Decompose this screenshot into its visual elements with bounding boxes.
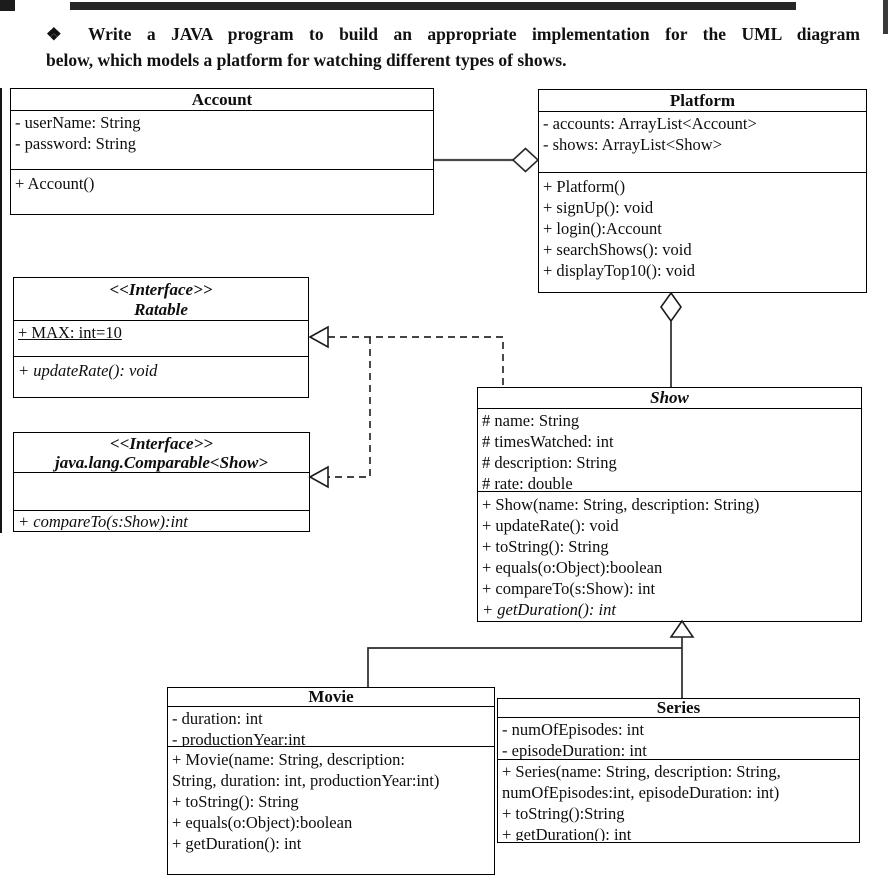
text-line: + Series(name: String, description: Stri… xyxy=(502,762,781,781)
platform-title: Platform xyxy=(669,91,736,110)
text-line: # name: String xyxy=(482,411,580,430)
platform-methods-section: + Platform() + signUp(): void + login():Ac… xyxy=(539,172,866,291)
text-line: + Platform() xyxy=(543,177,626,196)
text-line: + toString(): String xyxy=(482,537,609,556)
account-methods-section: + Account() xyxy=(11,169,433,213)
comparable-stereotype: <<Interface>> xyxy=(110,434,213,453)
class-box-platform: Platform - accounts: ArrayList<Account>-… xyxy=(538,89,867,293)
interface-box-comparable: <<Interface>> java.lang.Comparable<Show>… xyxy=(13,432,310,532)
aggregation-diamond-icon xyxy=(660,291,682,323)
account-attributes-section: - userName: String - password: String xyxy=(11,110,433,169)
text-line: + getDuration(): int xyxy=(172,834,302,853)
ratable-attributes-section: + MAX: int=10 xyxy=(14,320,308,356)
text-line: - productionYear:int xyxy=(172,730,306,746)
movie-title: Movie xyxy=(308,688,354,706)
text-line: + compareTo(s:Show):int xyxy=(18,512,188,530)
text-line: + equals(o:Object):boolean xyxy=(482,558,663,577)
text-line: # rate: double xyxy=(482,474,573,491)
text-line: - numOfEpisodes: int xyxy=(502,720,645,739)
text-line: - shows: ArrayList<Show> xyxy=(543,135,723,154)
movie-show-line xyxy=(367,647,682,687)
text-line: + getDuration(): int xyxy=(482,600,616,619)
text-line: + equals(o:Object):boolean xyxy=(172,813,353,832)
series-methods-section: + Series(name: String, description: Stri… xyxy=(498,759,859,841)
text-line: + displayTop10(): void xyxy=(543,261,696,280)
ratable-title: <<Interface>> Ratable xyxy=(14,278,308,320)
text-line: + signUp(): void xyxy=(543,198,654,217)
aggregation-diamond-icon xyxy=(511,147,540,173)
text-line: - password: String xyxy=(15,134,136,153)
class-box-series: Series - numOfEpisodes: int - episodeDura… xyxy=(497,698,860,843)
text-line: String, duration: int, productionYear:in… xyxy=(172,771,440,790)
account-title: Account xyxy=(191,90,253,109)
show-methods-section: + Show(name: String, description: String… xyxy=(478,491,861,620)
class-box-account: Account - userName: String - password: St… xyxy=(10,88,434,215)
text-line: + Account() xyxy=(15,174,95,193)
class-box-show: Show # name: String# timesWatched: int# … xyxy=(477,387,862,622)
inheritance-triangle-icon xyxy=(669,619,695,638)
left-page-edge xyxy=(0,88,2,533)
text-line: + MAX: int=10 xyxy=(18,323,122,342)
text-line: + Show(name: String, description: String… xyxy=(482,495,760,514)
top-left-page-mark xyxy=(0,0,15,11)
instruction-text: ❖ Write a JAVA program to build an appro… xyxy=(46,21,860,73)
show-comparable-dashed-line xyxy=(328,337,371,478)
text-line: - accounts: ArrayList<Account> xyxy=(543,114,757,133)
comparable-attributes-section xyxy=(14,472,309,510)
comparable-name: java.lang.Comparable<Show> xyxy=(54,453,268,472)
text-line: # timesWatched: int xyxy=(482,432,614,451)
platform-attributes-section: - accounts: ArrayList<Account> - shows: A… xyxy=(539,111,866,172)
text-line: + getDuration(): int xyxy=(502,825,632,841)
text-line: + updateRate(): void xyxy=(18,361,158,380)
text-line: + compareTo(s:Show): int xyxy=(482,579,656,598)
text-line: + toString(): String xyxy=(172,792,299,811)
text-line: # description: String xyxy=(482,453,617,472)
comparable-methods-section: + compareTo(s:Show):int xyxy=(14,510,309,530)
text-line: - duration: int xyxy=(172,709,263,728)
comparable-title: <<Interface>> java.lang.Comparable<Show> xyxy=(14,433,309,472)
text-line: + updateRate(): void xyxy=(482,516,619,535)
series-attributes-section: - numOfEpisodes: int - episodeDuration: i… xyxy=(498,717,859,759)
ratable-name: Ratable xyxy=(134,300,188,319)
class-box-movie: Movie - duration: int - productionYear:in… xyxy=(167,687,495,875)
show-ratable-dashed-line xyxy=(328,336,504,387)
text-line: ❖ Write a JAVA program to build an appro… xyxy=(46,24,860,44)
ratable-stereotype: <<Interface>> xyxy=(109,280,213,299)
text-line: + Movie(name: String, description: xyxy=(172,750,405,769)
ratable-methods-section: + updateRate(): void xyxy=(14,356,308,396)
text-line: + toString():String xyxy=(502,804,625,823)
realization-triangle-icon xyxy=(308,465,329,489)
top-rule-bar xyxy=(70,2,796,10)
text-line: - userName: String xyxy=(15,113,141,132)
interface-box-ratable: <<Interface>> Ratable + MAX: int=10 + up… xyxy=(13,277,309,398)
realization-triangle-icon xyxy=(308,325,329,349)
text-line: + searchShows(): void xyxy=(543,240,692,259)
text-line: below, which models a platform for watch… xyxy=(46,50,567,70)
show-title: Show xyxy=(650,388,689,407)
text-line: numOfEpisodes:int, episodeDuration: int) xyxy=(502,783,780,802)
movie-attributes-section: - duration: int - productionYear:int xyxy=(168,706,494,746)
top-right-page-mark xyxy=(883,0,888,34)
show-attributes-section: # name: String # timesWatched: int # descr… xyxy=(478,408,861,491)
series-title: Series xyxy=(656,699,701,717)
text-line: + login():Account xyxy=(543,219,662,238)
movie-methods-section: + Movie(name: String, description: String… xyxy=(168,746,494,873)
text-line: - episodeDuration: int xyxy=(502,741,647,759)
